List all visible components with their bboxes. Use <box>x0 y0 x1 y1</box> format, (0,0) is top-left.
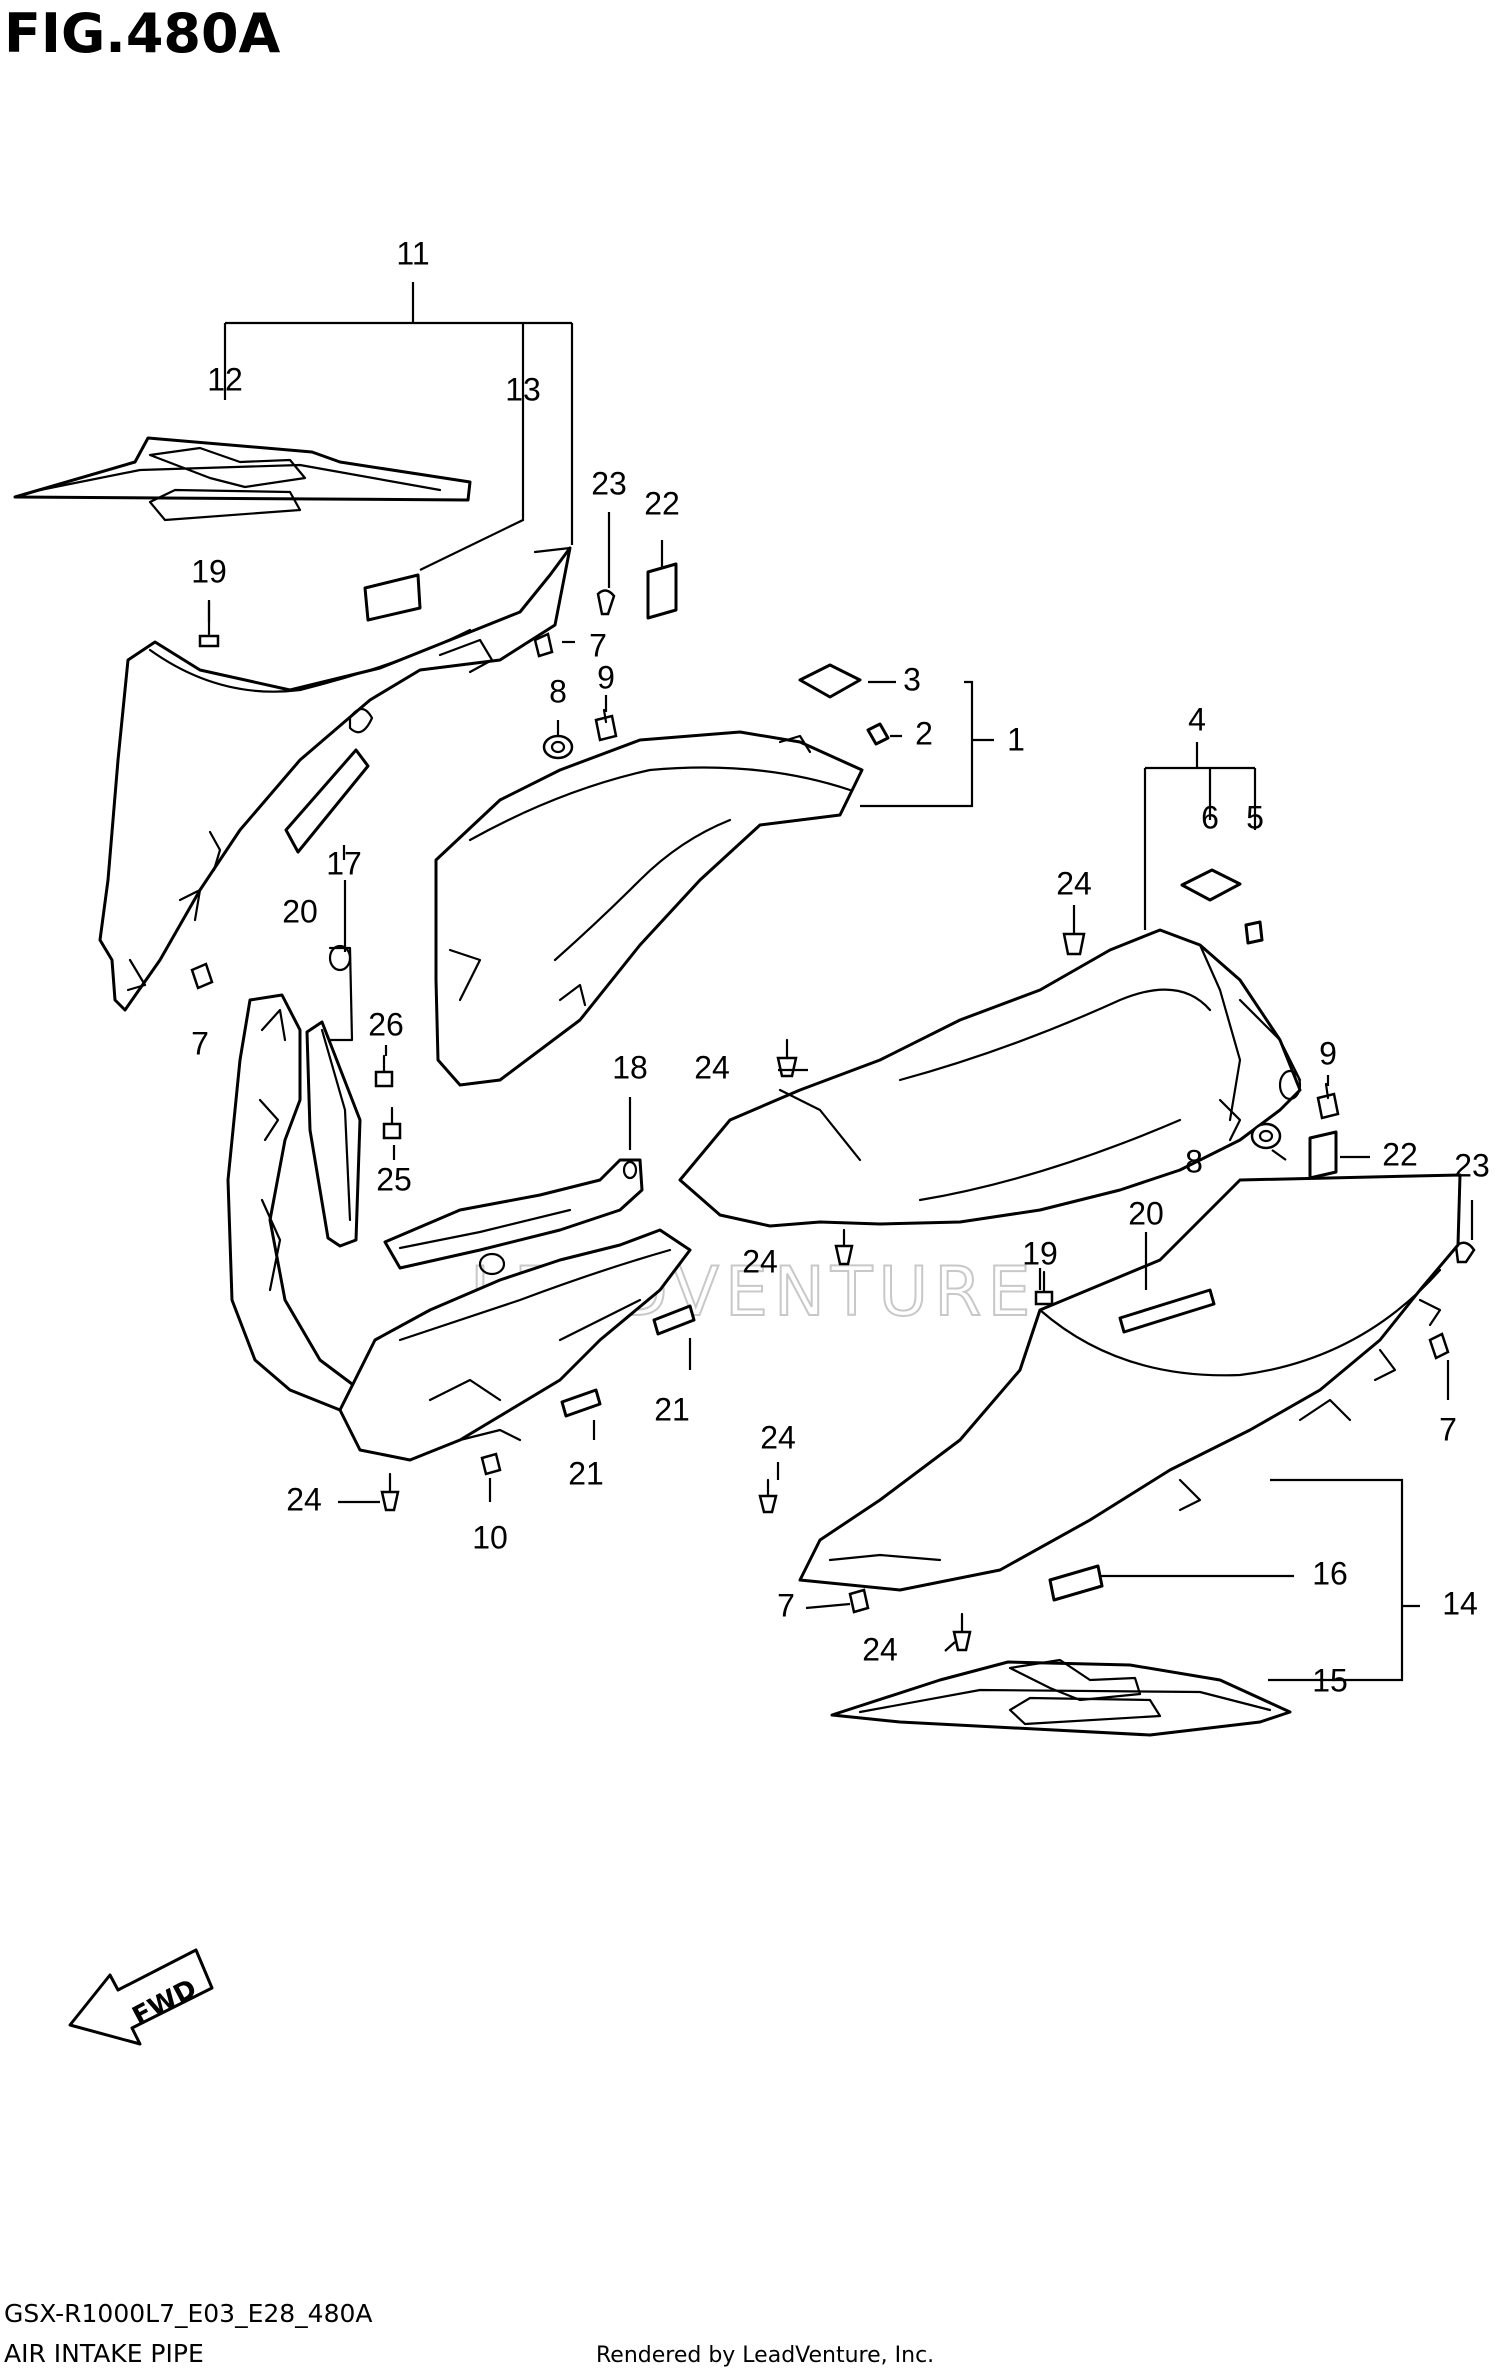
callout-15: 15 <box>1312 1662 1348 1698</box>
part-6-decal[interactable] <box>1180 868 1242 902</box>
part-10-lower-cover[interactable] <box>338 1228 692 1462</box>
callout-7-d: 7 <box>777 1587 795 1623</box>
part-7-nut-b[interactable] <box>190 962 214 990</box>
part-7-nut-c[interactable] <box>1428 1332 1450 1360</box>
callout-5: 5 <box>1246 799 1264 835</box>
callout-26: 26 <box>368 1006 404 1042</box>
part-9-bolt-right[interactable] <box>1316 1082 1340 1120</box>
callout-7-a: 7 <box>589 627 607 663</box>
callout-16: 16 <box>1312 1555 1348 1591</box>
callout-10: 10 <box>472 1519 508 1555</box>
callout-20-right: 20 <box>1128 1195 1164 1231</box>
left-lower-panel[interactable] <box>226 993 362 1412</box>
part-7-nut-a[interactable] <box>533 632 554 658</box>
part-1-air-intake-pipe[interactable] <box>434 730 864 1087</box>
callout-24-a: 24 <box>1056 865 1092 901</box>
part-20-pad-left[interactable] <box>284 748 370 854</box>
model-code: GSX-R1000L7_E03_E28_480A <box>4 2299 373 2328</box>
part-3-decal[interactable] <box>798 663 862 699</box>
fwd-arrow-icon: FWD <box>68 1948 214 2046</box>
callout-23-right: 23 <box>1454 1147 1490 1183</box>
callout-25: 25 <box>376 1161 412 1197</box>
callout-19-top: 19 <box>191 553 227 589</box>
part-17-bracket[interactable] <box>305 944 362 1248</box>
callout-13: 13 <box>505 371 541 407</box>
part-15-decal-right[interactable] <box>830 1658 1292 1737</box>
section-name: AIR INTAKE PIPE <box>4 2339 204 2368</box>
part-25-screw[interactable] <box>382 1106 402 1140</box>
callout-1: 1 <box>1007 721 1025 757</box>
callout-2: 2 <box>915 715 933 751</box>
part-8-grommet-right[interactable] <box>1250 1122 1282 1150</box>
callout-12: 12 <box>207 361 243 397</box>
callout-20-left: 20 <box>282 893 318 929</box>
callout-22-top: 22 <box>644 485 680 521</box>
callout-22-right: 22 <box>1382 1136 1418 1172</box>
callout-24-f: 24 <box>862 1631 898 1667</box>
part-24-clip-c[interactable] <box>834 1228 854 1266</box>
part-26-screw[interactable] <box>374 1054 394 1088</box>
part-13-decal[interactable] <box>363 573 422 622</box>
callout-3: 3 <box>903 661 921 697</box>
part-10-nut[interactable] <box>480 1452 502 1476</box>
leader-lines <box>207 282 1474 1682</box>
part-24-clip-f[interactable] <box>952 1612 972 1652</box>
callout-24-c: 24 <box>742 1243 778 1279</box>
figure-title: FIG.480A <box>4 2 281 65</box>
part-9-bolt-top[interactable] <box>594 708 618 742</box>
part-11-left-inner-cover[interactable] <box>98 546 572 1012</box>
callout-21-a: 21 <box>654 1391 690 1427</box>
part-24-clip-e[interactable] <box>380 1472 400 1512</box>
part-19-screw-top[interactable] <box>198 600 220 648</box>
callout-24-e: 24 <box>286 1481 322 1517</box>
render-credit: Rendered by LeadVenture, Inc. <box>596 2343 934 2368</box>
part-23-clip-top[interactable] <box>596 589 616 616</box>
part-22-pad-right[interactable] <box>1308 1130 1338 1180</box>
callout-21-b: 21 <box>568 1455 604 1491</box>
callout-19-right: 19 <box>1022 1235 1058 1271</box>
callout-18: 18 <box>612 1049 648 1085</box>
callout-11: 11 <box>396 235 429 271</box>
part-8-grommet-top[interactable] <box>542 734 574 760</box>
part-24-clip-a[interactable] <box>1062 916 1086 956</box>
part-5-decal[interactable] <box>1244 920 1264 945</box>
part-21-pad-b[interactable] <box>560 1388 602 1418</box>
callout-8-top: 8 <box>549 673 567 709</box>
callout-24-d: 24 <box>760 1419 796 1455</box>
callout-4: 4 <box>1188 701 1206 737</box>
part-7-nut-d[interactable] <box>848 1588 870 1614</box>
part-24-clip-d[interactable] <box>758 1478 778 1514</box>
part-19-screw-right[interactable] <box>1034 1270 1054 1306</box>
callout-6: 6 <box>1201 799 1219 835</box>
callout-8-right: 8 <box>1185 1143 1203 1179</box>
callout-7-c: 7 <box>1439 1411 1457 1447</box>
callout-9-right: 9 <box>1319 1035 1337 1071</box>
part-12-decal-left[interactable] <box>13 436 472 522</box>
callout-14: 14 <box>1442 1585 1478 1621</box>
part-20-pad-right[interactable] <box>1118 1288 1216 1334</box>
part-4-right-inner-cover[interactable] <box>678 928 1302 1228</box>
part-22-pad-top[interactable] <box>646 562 678 620</box>
callout-7-b: 7 <box>191 1025 209 1061</box>
part-18-bracket[interactable] <box>383 1158 644 1276</box>
callout-23-top: 23 <box>591 465 627 501</box>
part-14-right-lower-cowl[interactable] <box>798 1173 1462 1592</box>
callout-24-b: 24 <box>694 1049 730 1085</box>
callout-9-top: 9 <box>597 659 615 695</box>
part-16-pad[interactable] <box>1048 1564 1104 1602</box>
callout-labels: 11 12 13 23 22 19 7 8 9 3 2 1 4 6 5 24 1… <box>191 235 1490 1698</box>
part-2-decal[interactable] <box>866 722 890 746</box>
part-21-pad-a[interactable] <box>652 1304 696 1336</box>
callout-17: 17 <box>326 845 362 881</box>
